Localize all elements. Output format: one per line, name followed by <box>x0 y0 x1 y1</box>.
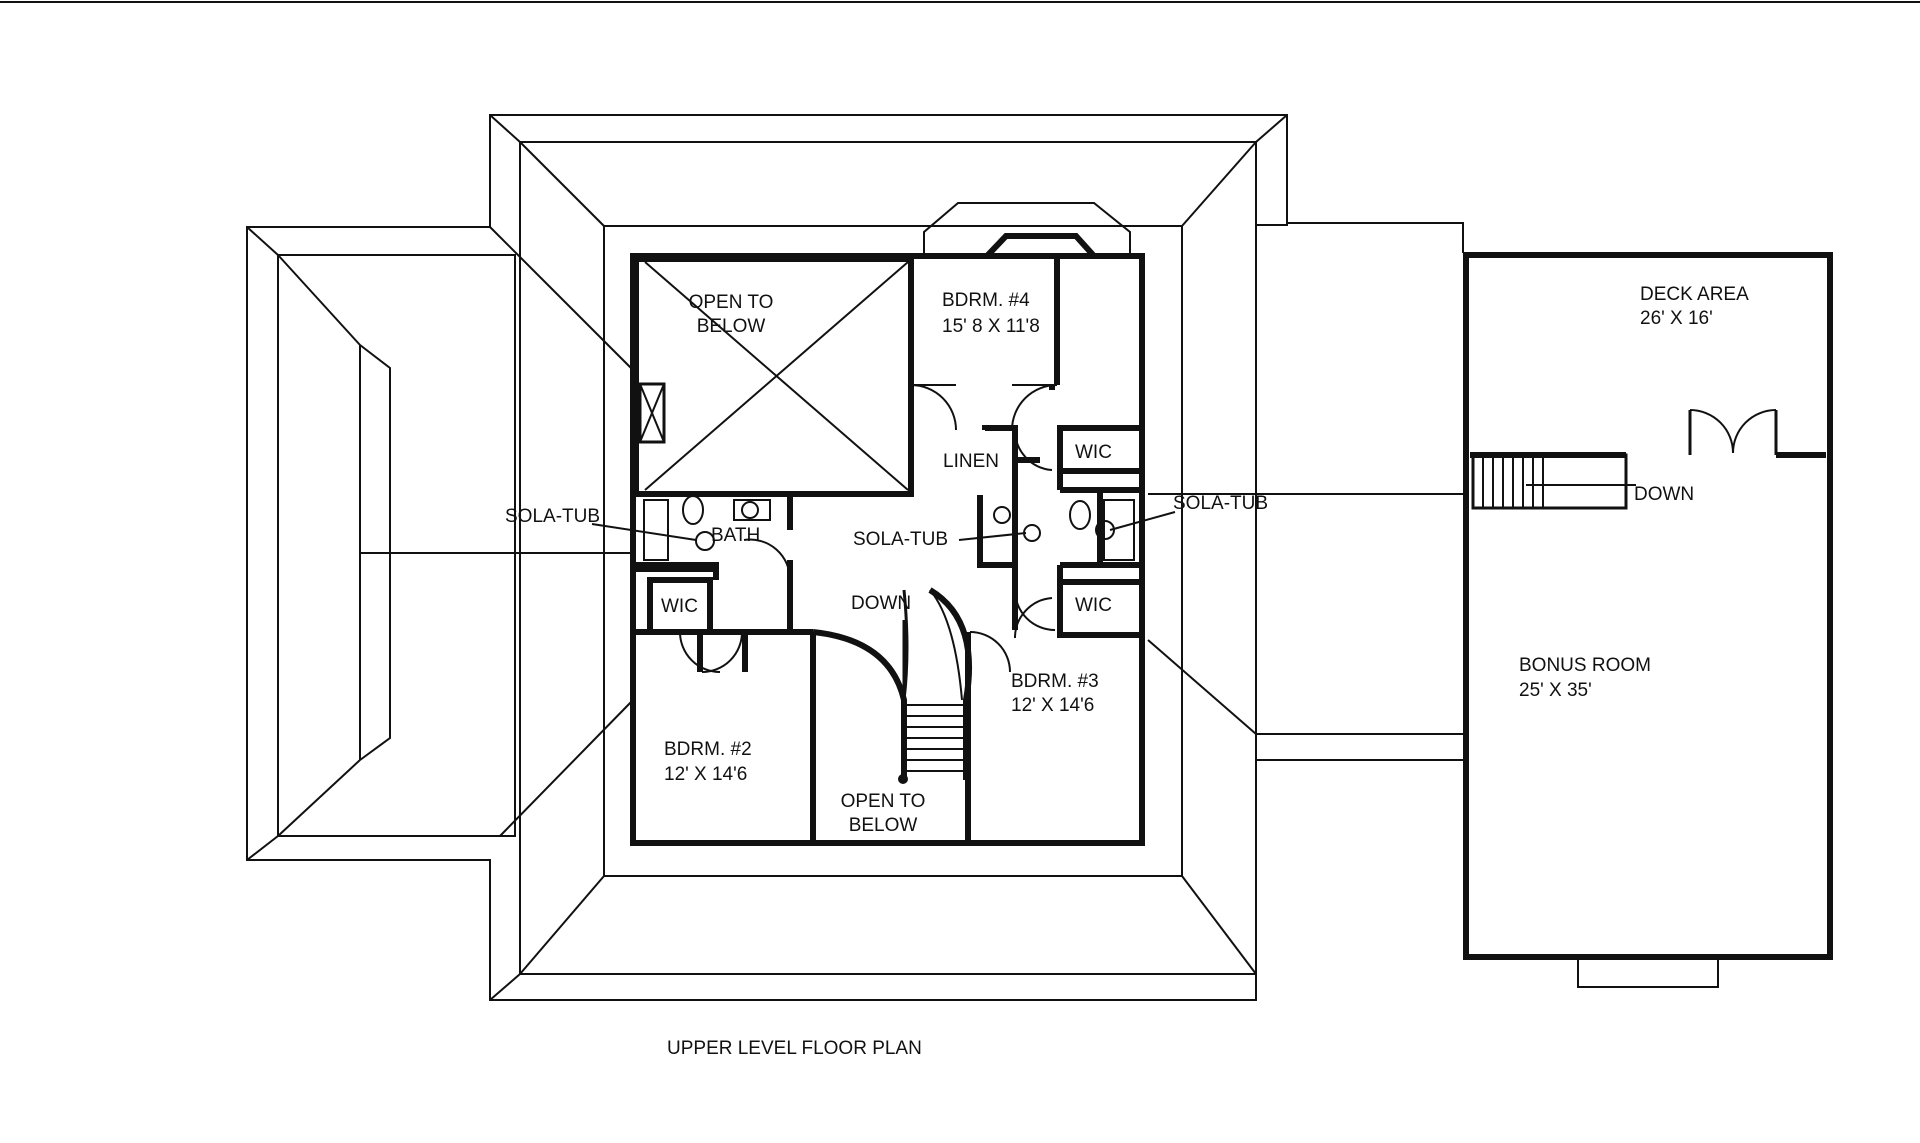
open-to-below-top-line2: BELOW <box>697 316 766 337</box>
bedroom2-size: 12' X 14'6 <box>664 764 747 785</box>
wic-bottom-right-label: WIC <box>1075 595 1112 616</box>
sola-tub-center-label: SOLA-TUB <box>853 529 948 550</box>
deck-stair <box>1471 453 1636 510</box>
open-to-below-bottom-line2: BELOW <box>849 815 918 836</box>
bonus-room-bump-out <box>1577 956 1719 988</box>
left-roof-wing <box>246 226 634 861</box>
open-to-below-top-area <box>633 256 914 497</box>
sola-tub-left-label: SOLA-TUB <box>505 506 600 527</box>
sola-tub-left-leader <box>591 523 697 541</box>
bedroom4-name: BDRM. #4 <box>942 290 1030 311</box>
interior-walls <box>633 256 1145 843</box>
bath-fixtures-right <box>993 499 1135 561</box>
stair-down-label: DOWN <box>851 593 911 614</box>
open-to-below-top-line1: OPEN TO <box>689 292 774 313</box>
door-swings <box>679 384 1058 673</box>
open-to-below-bottom-line1: OPEN TO <box>841 791 926 812</box>
bedroom4-size: 15' 8 X 11'8 <box>942 316 1040 337</box>
bay-window <box>923 202 1131 259</box>
sola-tub-center-leader <box>958 532 1027 541</box>
wic-left-label: WIC <box>661 596 698 617</box>
linen-label: LINEN <box>943 451 999 472</box>
deck-area-name: DECK AREA <box>1640 284 1749 305</box>
bonus-room-walls <box>1463 252 1833 960</box>
bath-fixtures-left <box>643 495 771 561</box>
bath-label: BATH <box>711 525 760 546</box>
sola-tub-right-label: SOLA-TUB <box>1173 493 1268 514</box>
bedroom3-size: 12' X 14'6 <box>1011 695 1094 716</box>
bonus-room-name: BONUS ROOM <box>1519 655 1651 676</box>
main-roof <box>246 114 1288 1001</box>
bedroom2-name: BDRM. #2 <box>664 739 752 760</box>
deck-area-size: 26' X 16' <box>1640 308 1713 329</box>
plan-title: UPPER LEVEL FLOOR PLAN <box>667 1038 922 1059</box>
right-roof-connector <box>1147 222 1464 761</box>
bedroom3-name: BDRM. #3 <box>1011 671 1099 692</box>
sola-tub-right-leader <box>1109 511 1176 531</box>
deck-stair-down-label: DOWN <box>1634 484 1694 505</box>
wic-top-right-label: WIC <box>1075 442 1112 463</box>
double-door <box>1688 409 1778 455</box>
curved-staircase <box>812 587 972 784</box>
bonus-room-size: 25' X 35' <box>1519 680 1592 701</box>
